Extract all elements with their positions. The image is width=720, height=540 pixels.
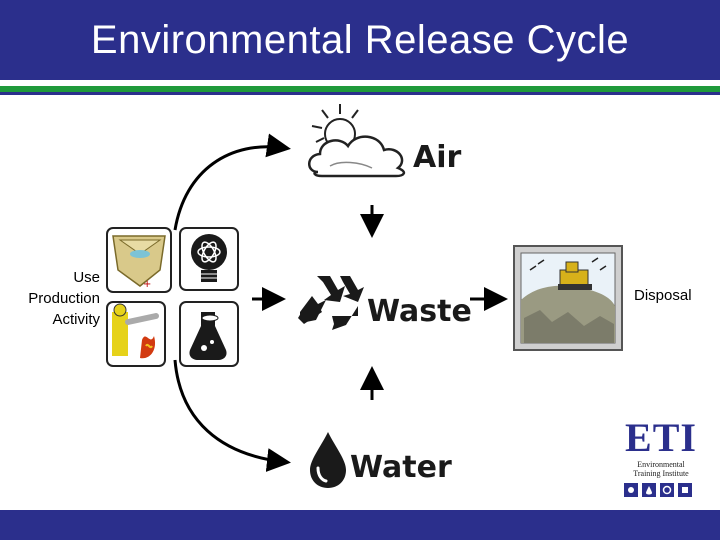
- landfill-bulldozer-icon: [513, 245, 623, 351]
- header-banner: Environmental Release Cycle: [0, 0, 720, 80]
- waste-label: Waste: [367, 294, 472, 329]
- eti-logo-icons: [624, 483, 692, 497]
- firefighter-icon: [106, 301, 166, 367]
- eti-logo-subtitle: Environmental Training Institute: [633, 460, 689, 478]
- disposal-label: Disposal: [634, 287, 692, 304]
- svg-text:+: +: [143, 279, 151, 290]
- page-title: Environmental Release Cycle: [90, 18, 630, 62]
- use-production-activity-label: Use Production Activity: [28, 269, 100, 328]
- recycle-icon: [298, 276, 364, 330]
- arrow-to-water: [173, 359, 291, 472]
- arrow-to-air: [173, 133, 291, 231]
- eti-logo-title: ETI: [625, 415, 697, 460]
- air-label: Air: [413, 140, 462, 175]
- divider-white: [0, 80, 720, 86]
- box-icon: +: [106, 227, 172, 293]
- sun-cloud-icon: [308, 104, 406, 178]
- divider-green: [0, 86, 720, 92]
- flask-icon: [179, 301, 239, 367]
- water-label: Water: [350, 450, 452, 485]
- lightbulb-atom-icon: [179, 227, 239, 291]
- footer-bar: [0, 510, 720, 540]
- divider-navy: [0, 92, 720, 95]
- water-drop-icon: [310, 432, 346, 488]
